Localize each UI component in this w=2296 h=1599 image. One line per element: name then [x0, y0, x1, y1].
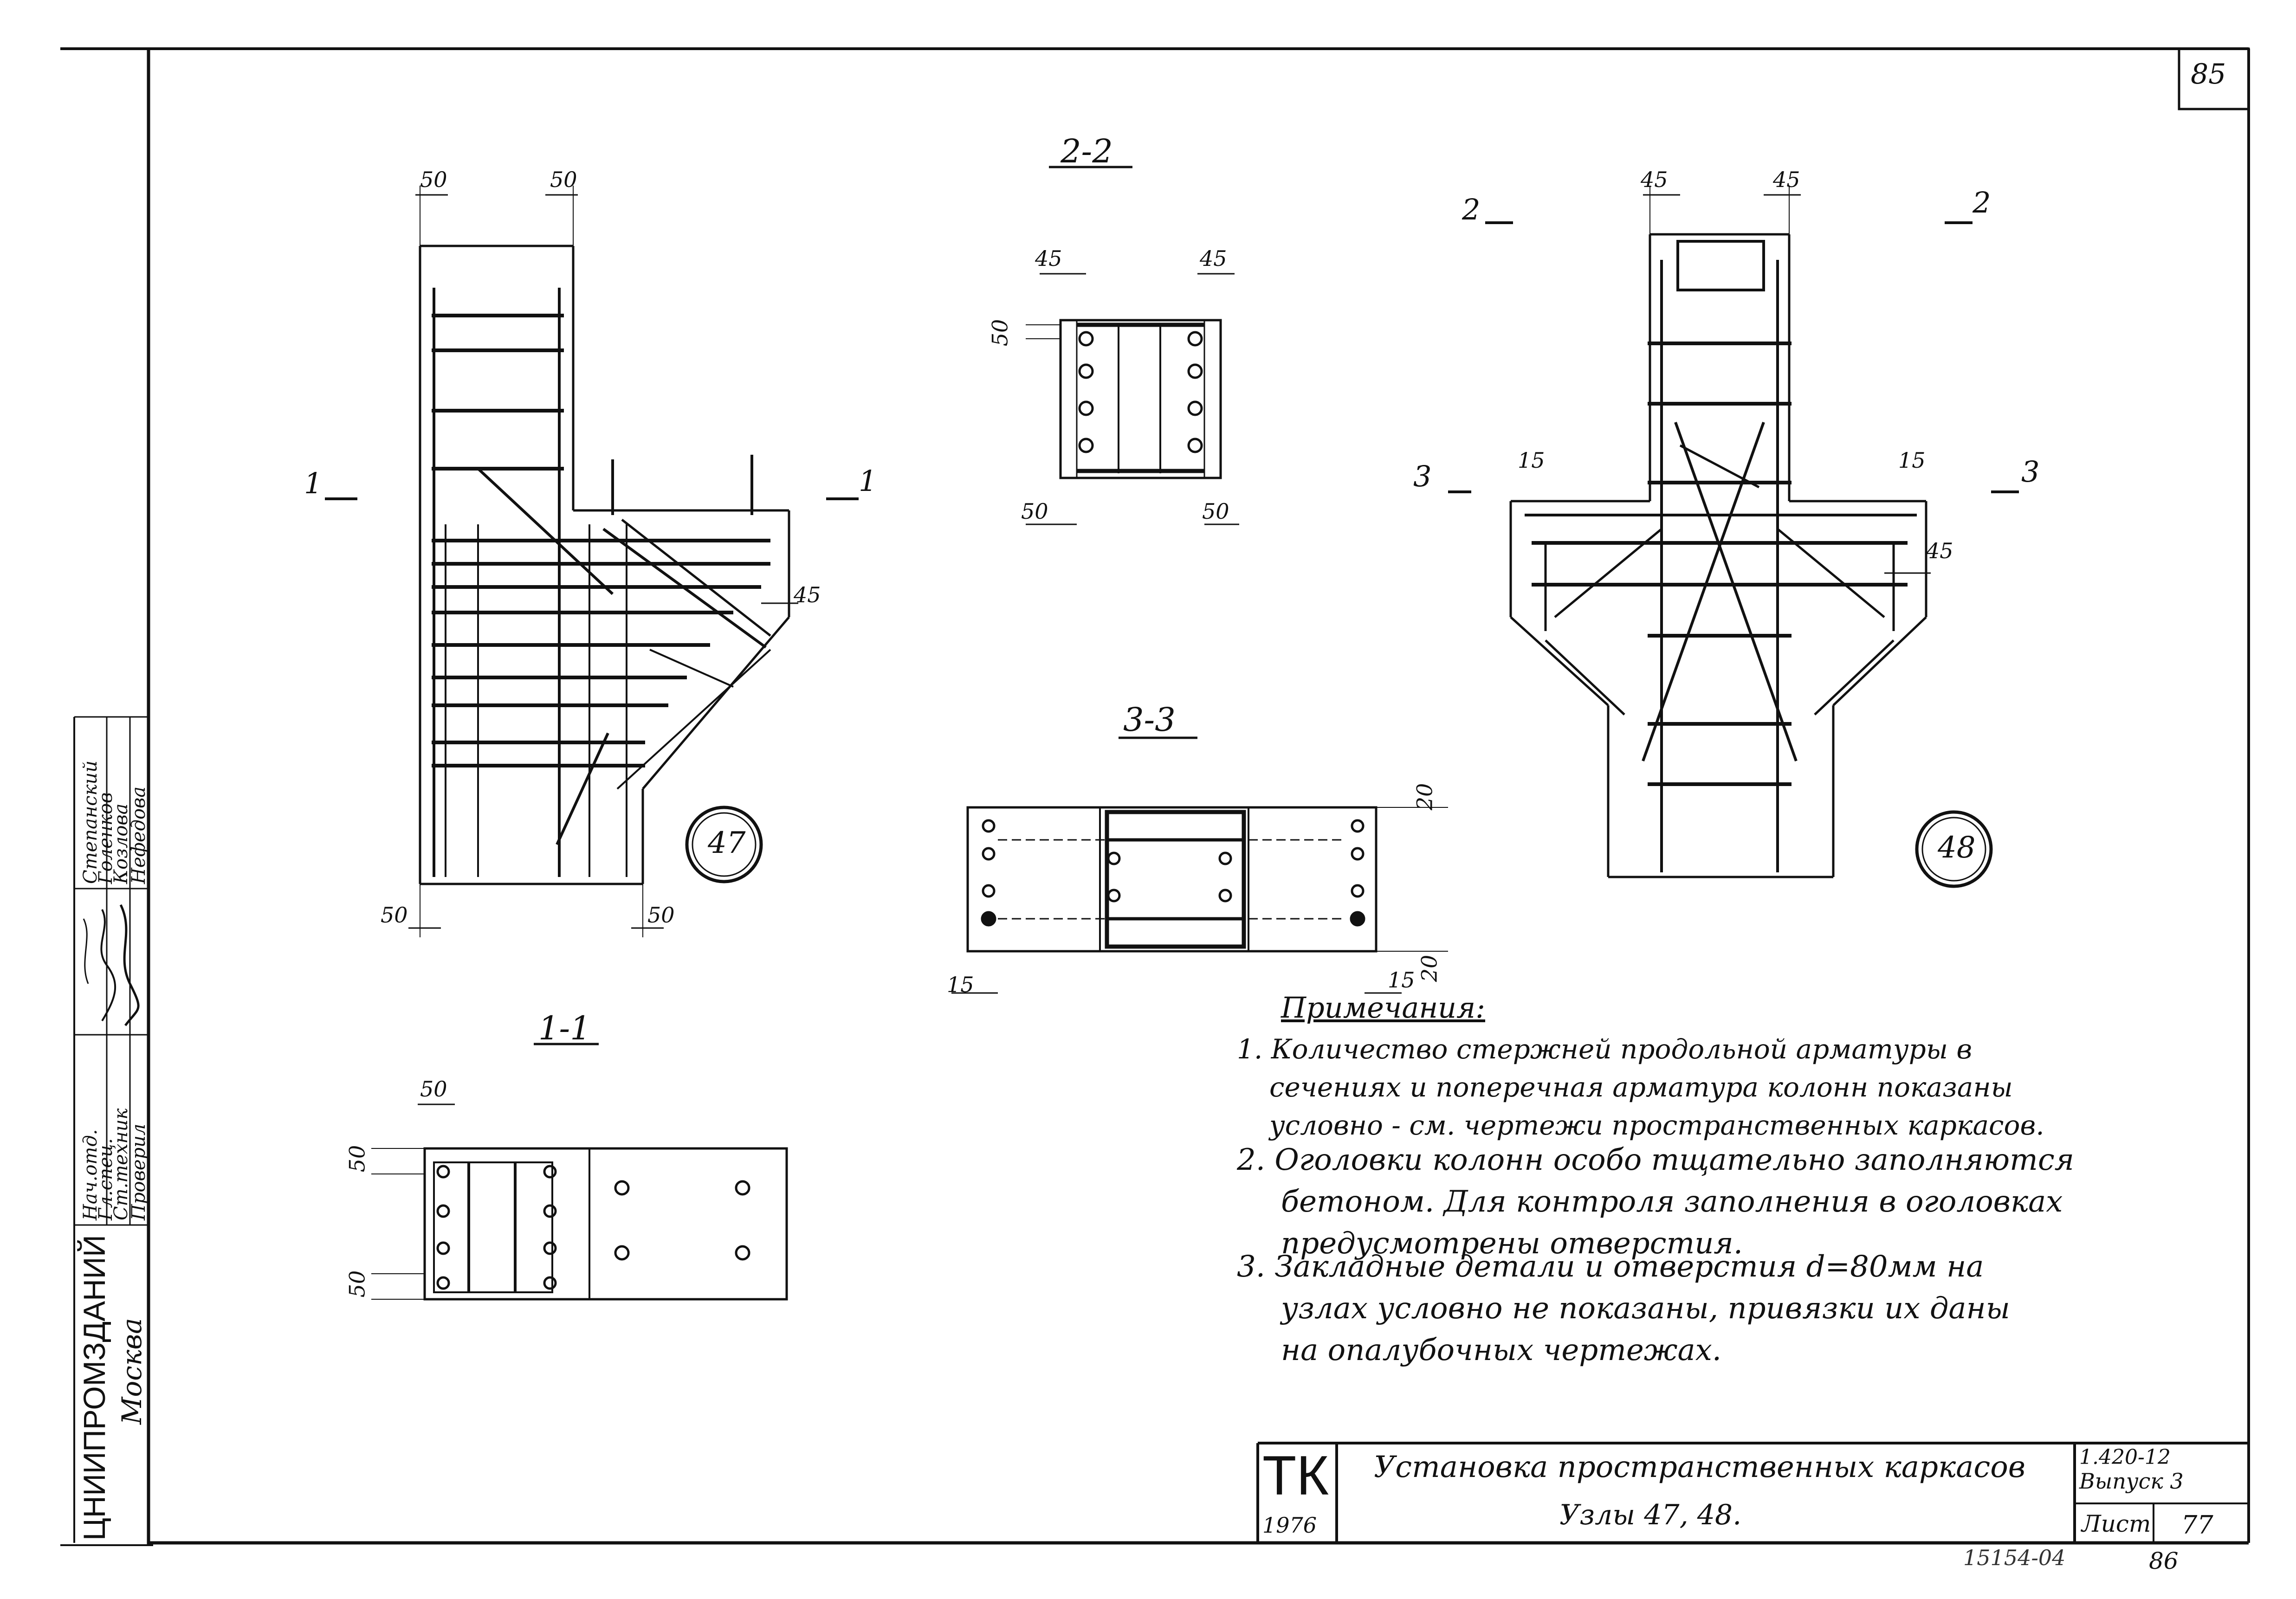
note-number: 1.	[1237, 1033, 1263, 1065]
tk-year: 1976	[1262, 1513, 1317, 1538]
dim-label: 50	[1021, 499, 1048, 524]
dim-label: 45	[1641, 167, 1668, 192]
archive-code: 15154-04	[1963, 1545, 2066, 1570]
cut-marker-3-right: 3	[2021, 455, 2040, 489]
note-text: Закладные детали и отверстия d=80мм на	[1274, 1250, 1984, 1284]
dim-label: 45	[1773, 167, 1800, 192]
dim-label: 50	[987, 319, 1013, 347]
section-2-2-title: 2-2	[1061, 132, 1113, 170]
dim-label: 50	[420, 1077, 447, 1102]
note-text: на опалубочных чертежах.	[1281, 1333, 1722, 1367]
issue-label: Выпуск 3	[2079, 1469, 2184, 1494]
dim-label: 45	[1926, 538, 1953, 563]
note-1: 1. Количество стержней продольной армату…	[1237, 1030, 2044, 1144]
cut-marker-1-right: 1	[859, 464, 877, 498]
note-text: Количество стержней продольной арматуры …	[1271, 1033, 1973, 1065]
dim-label: 15	[1388, 967, 1415, 993]
dim-label: 15	[1898, 448, 1926, 473]
dim-label: 45	[1035, 246, 1062, 271]
note-text: Оголовки колонн особо тщательно заполняю…	[1274, 1143, 2075, 1177]
section-3-3-title: 3-3	[1123, 701, 1176, 739]
note-text: условно - см. чертежи пространственных к…	[1269, 1109, 2044, 1141]
cut-marker-2-left: 2	[1462, 193, 1481, 226]
organization-name: ЦНИИПРОМЗДАНИЙ	[77, 1235, 111, 1541]
dim-label: 50	[420, 167, 447, 192]
dim-label: 15	[947, 972, 974, 997]
drawing-title-line2: Узлы 47, 48.	[1559, 1499, 1742, 1531]
node-47-label: 47	[708, 826, 746, 860]
sheet-label: Лист	[2082, 1510, 2151, 1537]
notes-title: Примечания:	[1281, 991, 1486, 1025]
cut-marker-2-right: 2	[1973, 186, 1991, 219]
tk-mark: ТК	[1262, 1444, 1329, 1507]
note-number: 3.	[1237, 1250, 1266, 1284]
dim-label: 45	[794, 582, 821, 607]
dim-label: 45	[1200, 246, 1227, 271]
notes-block: Примечания:	[1281, 991, 1485, 1025]
drawing-title-line1: Установка пространственных каркасов	[1374, 1450, 2025, 1484]
cut-marker-3-left: 3	[1413, 459, 1432, 493]
stamp-name: Нефедова	[128, 786, 149, 884]
organization-city: Москва	[116, 1318, 148, 1425]
note-text: бетоном. Для контроля заполнения в оголо…	[1281, 1185, 2063, 1219]
dim-label: 15	[1518, 448, 1545, 473]
note-text: сечениях и поперечная арматура колонн по…	[1269, 1071, 2013, 1103]
note-text: предусмотрены отверстия.	[1281, 1226, 1743, 1261]
page-number: 85	[2191, 58, 2226, 90]
sheet-number: 77	[2181, 1510, 2213, 1540]
note-2: 2. Оголовки колонн особо тщательно запол…	[1237, 1139, 2074, 1264]
dim-label: 50	[1202, 499, 1229, 524]
dim-label: 50	[647, 903, 675, 928]
dim-label: 20	[1416, 954, 1442, 982]
signatures	[83, 904, 140, 1026]
dim-label: 50	[344, 1270, 370, 1298]
dim-label: 50	[344, 1145, 370, 1173]
stamp-role: Проверил	[128, 1123, 149, 1220]
dim-label: 50	[381, 903, 408, 928]
note-3: 3. Закладные детали и отверстия d=80мм н…	[1237, 1246, 2010, 1371]
note-text: узлах условно не показаны, привязки их д…	[1281, 1291, 2010, 1326]
note-number: 2.	[1237, 1143, 1266, 1177]
cut-marker-1-left: 1	[304, 466, 323, 500]
archive-page: 86	[2149, 1547, 2179, 1574]
dim-label: 20	[1412, 783, 1437, 811]
dim-label: 50	[550, 167, 577, 192]
series-code: 1.420-12	[2079, 1445, 2171, 1469]
node-48-label: 48	[1938, 831, 1976, 865]
section-1-1-title: 1-1	[538, 1009, 591, 1047]
